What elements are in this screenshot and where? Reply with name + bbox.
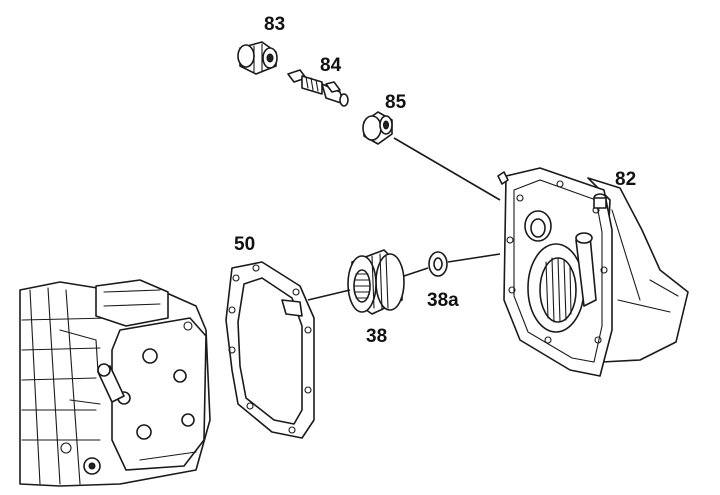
label-part-83: 83 bbox=[264, 14, 286, 35]
part-38a-washer bbox=[428, 251, 448, 277]
part-82-cover bbox=[497, 167, 689, 377]
part-50-gasket bbox=[225, 261, 315, 439]
part-38-gear bbox=[347, 249, 405, 315]
part-83-sleeve bbox=[237, 41, 278, 75]
label-part-38: 38 bbox=[366, 326, 388, 347]
label-part-50: 50 bbox=[234, 234, 256, 255]
leader-38a-to-cover bbox=[447, 253, 501, 263]
leader-gear-to-washer bbox=[403, 267, 429, 277]
transmission-housing bbox=[19, 279, 211, 487]
label-part-85: 85 bbox=[385, 92, 407, 113]
part-85-seal bbox=[362, 111, 393, 145]
label-part-38a: 38a bbox=[427, 290, 459, 311]
part-84-pinion-shaft bbox=[287, 69, 349, 107]
label-part-84: 84 bbox=[320, 55, 342, 76]
label-part-82: 82 bbox=[615, 169, 637, 190]
leader-85-to-cover bbox=[393, 137, 501, 201]
leader-gasket-to-gear bbox=[307, 289, 351, 301]
